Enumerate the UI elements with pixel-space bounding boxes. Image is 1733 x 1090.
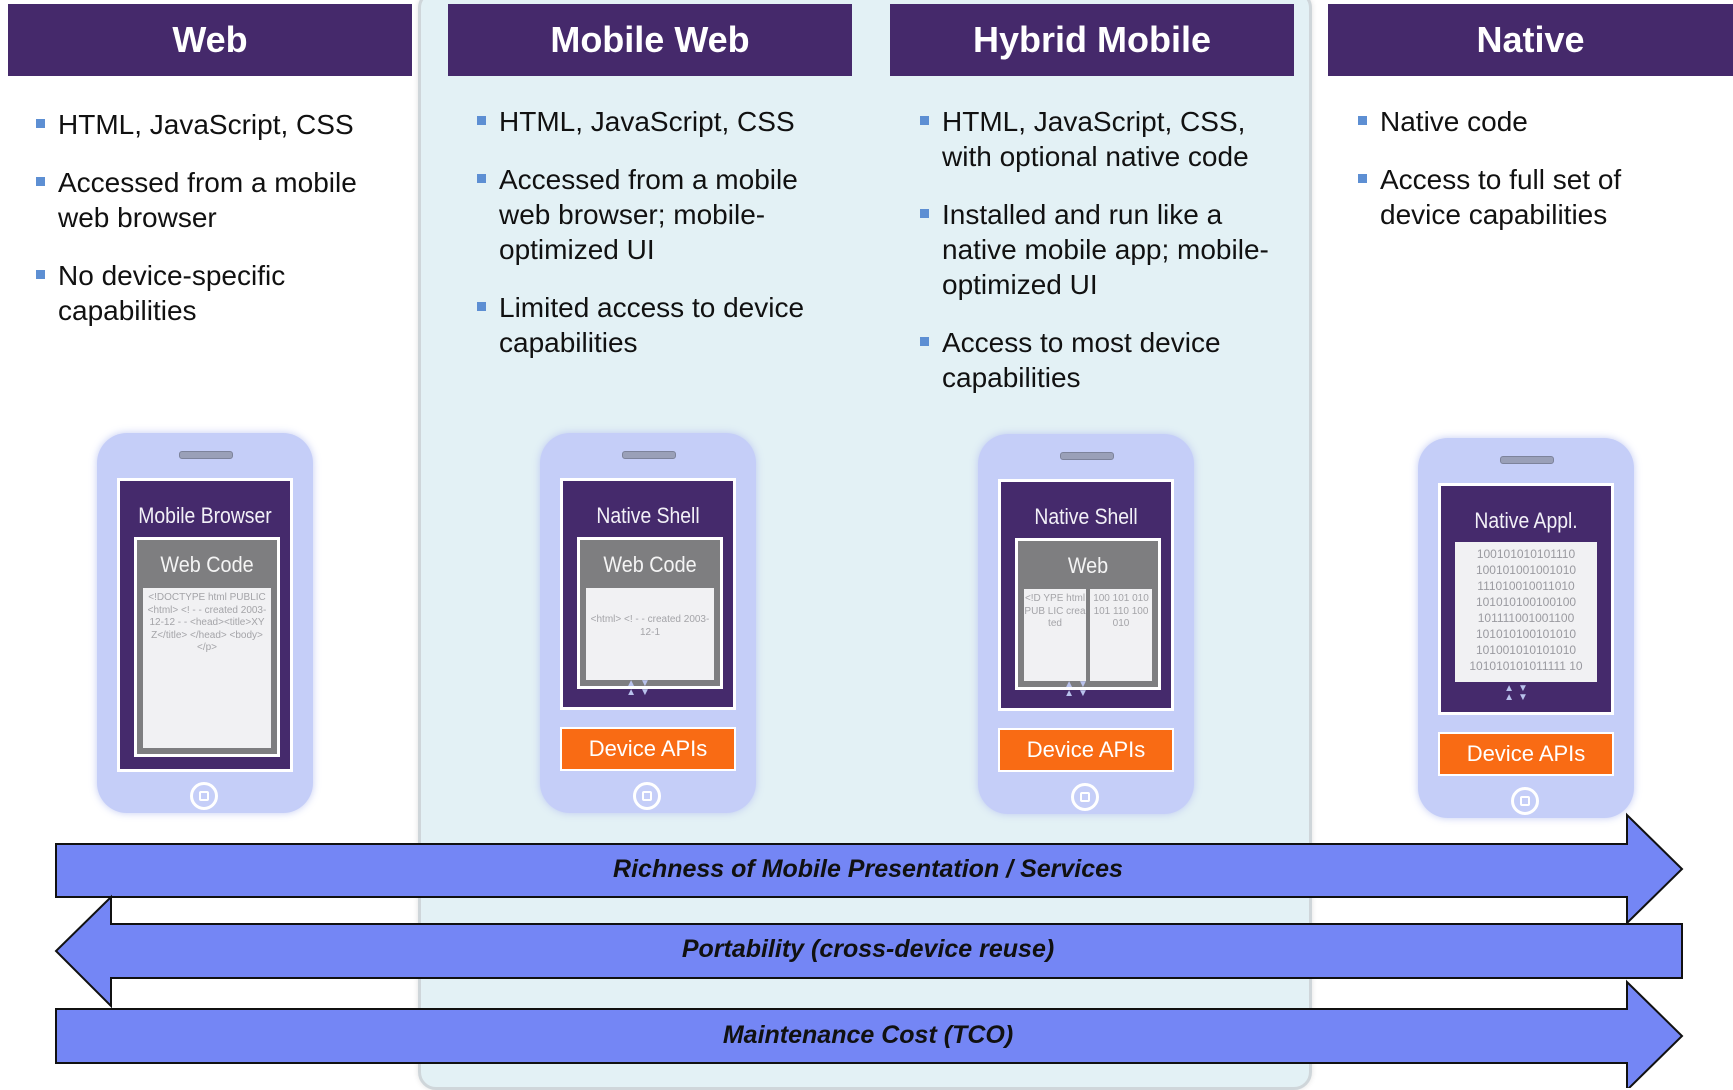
web-code-box: Web <!D YPE html PUB LIC crea ted 100 10… [1015,538,1161,690]
device-apis-box: Device APIs [1438,732,1614,776]
device-apis-box: Device APIs [560,727,736,771]
phone-hybrid-mobile: Native Shell Web <!D YPE html PUB LIC cr… [978,434,1194,814]
screen-title: Native Shell [596,503,700,528]
binary-code-text: 100101010101110 100101001001010 11101001… [1455,542,1597,682]
header-native: Native [1328,4,1733,76]
code-text-right: 100 101 010 101 110 100 010 [1090,589,1152,681]
header-mobile-web: Mobile Web [448,4,852,76]
code-text: <html> <! - - created 2003-12-1 [586,588,714,680]
arrow-label-richness: Richness of Mobile Presentation / Servic… [613,855,1123,883]
phone-web: Mobile Browser Web Code <!DOCTYPE html P… [97,433,313,813]
connector-arrows-icon: ▲▼▲▼ [1064,679,1092,699]
arrow-maintenance [55,979,1684,1088]
header-web: Web [8,4,412,76]
arrow-portability [54,894,1683,1009]
connector-arrows-icon: ▲▼▲▼ [626,678,654,698]
inner-title: Web Code [160,552,254,577]
home-button-icon [1511,787,1539,815]
home-button-icon [1071,783,1099,811]
screen-title: Native Appl. [1474,508,1578,533]
arrow-richness [55,812,1684,926]
bullets-hybrid-mobile: HTML, JavaScript, CSS, with optional nat… [920,104,1280,418]
home-button-icon [190,782,218,810]
bullet-item: HTML, JavaScript, CSS [36,107,386,142]
speaker-icon [1060,452,1114,460]
bullet-item: HTML, JavaScript, CSS, with optional nat… [920,104,1280,174]
code-text: <!DOCTYPE html PUBLIC <html> <! - - crea… [143,588,271,748]
web-code-box: Web Code <html> <! - - created 2003-12-1 [577,537,723,689]
screen-title: Mobile Browser [138,503,272,528]
phone-screen: Native Appl. 100101010101110 10010100100… [1438,483,1614,715]
inner-title: Web [1067,553,1109,578]
bullets-web: HTML, JavaScript, CSS Accessed from a mo… [36,107,386,351]
bullet-item: Accessed from a mobile web browser; mobi… [477,162,827,267]
device-apis-box: Device APIs [998,728,1174,772]
speaker-icon [622,451,676,459]
bullet-item: Access to full set of device capabilitie… [1358,162,1688,232]
bullet-item: Limited access to device capabilities [477,290,827,360]
inner-title: Web Code [603,552,697,577]
phone-native: Native Appl. 100101010101110 10010100100… [1418,438,1634,818]
arrow-label-maintenance: Maintenance Cost (TCO) [722,1021,1014,1049]
bullet-item: No device-specific capabilities [36,258,386,328]
screen-title: Native Shell [1034,504,1138,529]
bullets-native: Native code Access to full set of device… [1358,104,1688,255]
phone-screen: Native Shell Web <!D YPE html PUB LIC cr… [998,479,1174,711]
web-code-box: Web Code <!DOCTYPE html PUBLIC <html> <!… [134,537,280,757]
bullet-item: Accessed from a mobile web browser [36,165,386,235]
bullet-item: HTML, JavaScript, CSS [477,104,827,139]
bullets-mobile-web: HTML, JavaScript, CSS Accessed from a mo… [477,104,827,383]
phone-screen: Mobile Browser Web Code <!DOCTYPE html P… [117,478,293,772]
bullet-item: Native code [1358,104,1688,139]
arrow-label-portability: Portability (cross-device reuse) [681,935,1055,963]
connector-arrows-icon: ▲▼▲▼ [1504,683,1532,703]
speaker-icon [1500,456,1554,464]
code-text-left: <!D YPE html PUB LIC crea ted [1024,589,1086,681]
speaker-icon [179,451,233,459]
phone-screen: Native Shell Web Code <html> <! - - crea… [560,478,736,710]
bullet-item: Installed and run like a native mobile a… [920,197,1280,302]
bullet-item: Access to most device capabilities [920,325,1280,395]
header-hybrid-mobile: Hybrid Mobile [890,4,1294,76]
phone-mobile-web: Native Shell Web Code <html> <! - - crea… [540,433,756,813]
home-button-icon [633,782,661,810]
